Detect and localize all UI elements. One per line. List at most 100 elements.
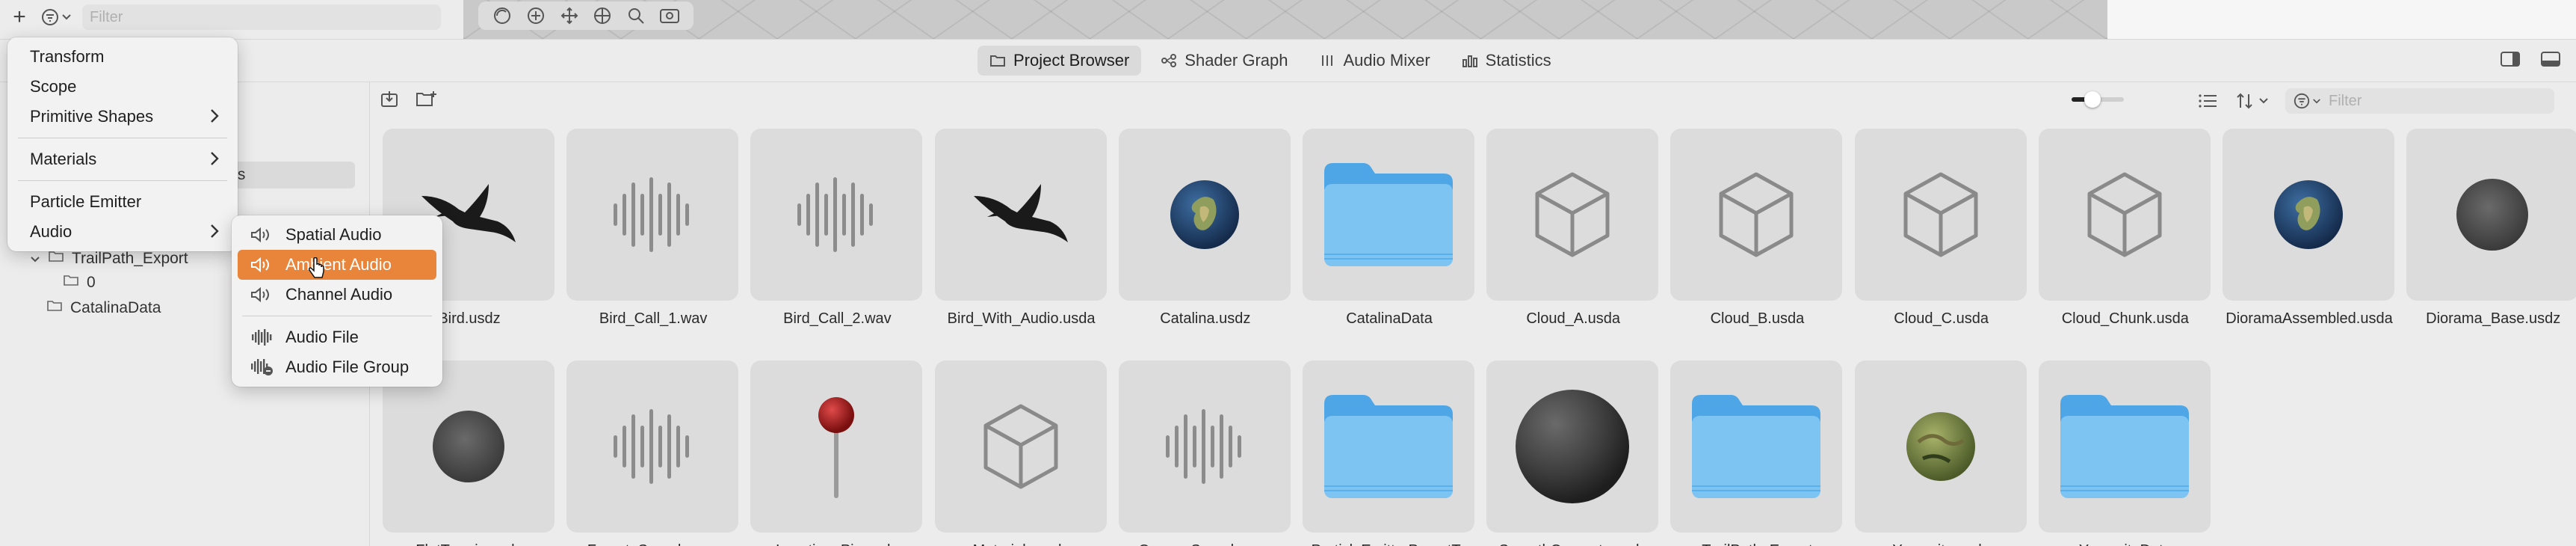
tab-label: Project Browser xyxy=(1013,51,1130,70)
filter-icon xyxy=(42,9,58,25)
asset-label: ParticleEmitterPresetTe xyxy=(1303,540,1476,546)
asset-label: Bird_With_Audio.usda xyxy=(947,310,1096,327)
folder-icon xyxy=(48,250,64,268)
add-button[interactable]: + xyxy=(13,4,26,29)
audio-waveform-icon xyxy=(1165,409,1241,484)
island-globe-icon xyxy=(1170,180,1239,249)
new-folder-icon[interactable] xyxy=(416,90,438,109)
audio-submenu: Spatial Audio Ambient Audio Channel Audi… xyxy=(232,215,442,387)
tab-statistics[interactable]: Statistics xyxy=(1450,46,1563,76)
asset-label: SmoothConcrete.usda xyxy=(1486,540,1660,546)
asset-tile[interactable]: Location_Pin.usda xyxy=(750,361,924,546)
tab-label: Shader Graph xyxy=(1184,51,1288,70)
tab-audio-mixer[interactable]: Audio Mixer xyxy=(1307,46,1442,76)
slider-knob[interactable] xyxy=(2084,91,2101,108)
asset-tile[interactable]: Materials.usda xyxy=(934,361,1108,546)
asset-tile[interactable]: Bird_Call_1.wav xyxy=(566,129,740,329)
menu-item-primitive-shapes[interactable]: Primitive Shapes xyxy=(13,102,232,132)
import-icon[interactable] xyxy=(380,90,399,109)
add-tool-icon[interactable] xyxy=(525,5,546,26)
thumbnail-size-slider[interactable] xyxy=(2072,91,2124,108)
cube-icon xyxy=(2087,172,2162,257)
asset-tile[interactable]: Bird_With_Audio.usda xyxy=(934,129,1108,329)
asset-thumbnail xyxy=(1854,129,2027,301)
asset-tile[interactable]: Cloud_C.usda xyxy=(1854,129,2028,329)
menu-item-particle-emitter[interactable]: Particle Emitter xyxy=(13,187,232,217)
folder-icon xyxy=(63,274,79,292)
asset-tile[interactable]: Yosemite.usda xyxy=(1854,361,2028,546)
tree-item-0[interactable]: 0 xyxy=(63,274,96,292)
asset-label: Yosemite.usda xyxy=(1855,540,2028,546)
tab-project-browser[interactable]: Project Browser xyxy=(977,46,1142,76)
asset-tile[interactable]: ParticleEmitterPresetTe xyxy=(1303,361,1476,546)
menu-item-label: Ambient Audio xyxy=(285,255,392,274)
list-view-icon[interactable] xyxy=(2197,92,2218,110)
browser-filter-input[interactable] xyxy=(2329,90,2554,112)
hierarchy-filter-input[interactable] xyxy=(82,4,441,30)
tab-shader-graph[interactable]: Shader Graph xyxy=(1149,46,1300,76)
menu-item-transform[interactable]: Transform xyxy=(13,42,232,72)
menu-item-audio-file-group[interactable]: Audio File Group xyxy=(238,352,436,382)
menu-item-scope[interactable]: Scope xyxy=(13,72,232,102)
asset-tile[interactable]: Bird_Call_2.wav xyxy=(750,129,924,329)
asset-label: DioramaAssembled.usda xyxy=(2226,310,2393,327)
location-pin-icon xyxy=(818,397,855,498)
menu-item-materials[interactable]: Materials xyxy=(13,144,232,174)
asset-label: Bird_Call_1.wav xyxy=(599,310,708,327)
filter-options-button[interactable] xyxy=(40,7,72,27)
asset-tile[interactable]: TrailPath_Export xyxy=(1670,361,1844,546)
asset-tile[interactable]: Catalina.usdz xyxy=(1118,129,1292,329)
viewport-tools xyxy=(478,1,694,30)
menu-item-spatial-audio[interactable]: Spatial Audio xyxy=(238,220,436,250)
asset-thumbnail xyxy=(2406,129,2576,301)
menu-item-channel-audio[interactable]: Channel Audio xyxy=(238,280,436,310)
tab-label: Audio Mixer xyxy=(1343,51,1430,70)
asset-tile[interactable]: SmoothConcrete.usda xyxy=(1486,361,1660,546)
tree-item-catalinadata[interactable]: CatalinaData xyxy=(46,299,161,317)
inspector-header xyxy=(2107,0,2576,39)
asset-tile[interactable]: Diorama_Base.usdz xyxy=(2406,129,2576,329)
speaker-icon xyxy=(251,286,269,303)
asset-thumbnail xyxy=(1303,129,1474,301)
orbit-tool-icon[interactable] xyxy=(492,5,513,26)
move-tool-icon[interactable] xyxy=(559,5,580,26)
tree-item-trailpath[interactable]: TrailPath_Export xyxy=(30,250,188,268)
bottom-panel-toggle-icon[interactable] xyxy=(2540,50,2561,68)
asset-tile[interactable]: Forest_Sounds.wav xyxy=(566,361,740,546)
menu-item-label: Materials xyxy=(30,150,97,168)
asset-label: Diorama_Base.usdz xyxy=(2426,310,2561,327)
sort-icon xyxy=(2237,93,2252,109)
rotate-tool-icon[interactable] xyxy=(592,5,613,26)
asset-label: YosemiteData xyxy=(2039,540,2212,546)
asset-tile[interactable]: Ocean_Sounds.wav xyxy=(1118,361,1292,546)
zoom-tool-icon[interactable] xyxy=(626,5,646,26)
asset-thumbnail xyxy=(1486,129,1659,301)
asset-tile[interactable]: Cloud_Chunk.usda xyxy=(2038,129,2212,329)
asset-label: Catalina.usdz xyxy=(1160,310,1251,327)
menu-item-audio[interactable]: Audio xyxy=(13,217,232,247)
sidebar-toggle-icon[interactable] xyxy=(2500,50,2521,68)
asset-tile[interactable]: FlatTerrain.usda xyxy=(383,361,556,546)
folder-icon xyxy=(46,299,63,317)
audio-file-group-icon xyxy=(250,358,274,376)
asset-tile[interactable]: Cloud_B.usda xyxy=(1670,129,1844,329)
viewport[interactable] xyxy=(463,0,2107,39)
disclosure-chevron-icon[interactable] xyxy=(30,250,40,268)
asset-label: CatalinaData xyxy=(1346,310,1433,327)
speaker-icon xyxy=(250,226,274,244)
camera-tool-icon[interactable] xyxy=(659,5,680,26)
menu-item-label: Channel Audio xyxy=(285,285,393,304)
asset-tile[interactable]: Cloud_A.usda xyxy=(1486,129,1660,329)
cube-icon xyxy=(1903,172,1978,257)
asset-label: Forest_Sounds.wav xyxy=(566,540,740,546)
asset-tile[interactable]: DioramaAssembled.usda xyxy=(2223,129,2396,329)
asset-tile[interactable]: YosemiteData xyxy=(2038,361,2212,546)
asset-thumbnail xyxy=(566,361,739,533)
slider-fill xyxy=(2072,97,2087,102)
menu-item-audio-file[interactable]: Audio File xyxy=(238,322,436,352)
tree-item-label: TrailPath_Export xyxy=(72,250,188,267)
menu-item-ambient-audio[interactable]: Ambient Audio xyxy=(238,250,436,280)
asset-tile[interactable]: CatalinaData xyxy=(1303,129,1476,329)
filter-options-button[interactable] xyxy=(2293,92,2321,110)
sort-button[interactable] xyxy=(2234,92,2269,110)
